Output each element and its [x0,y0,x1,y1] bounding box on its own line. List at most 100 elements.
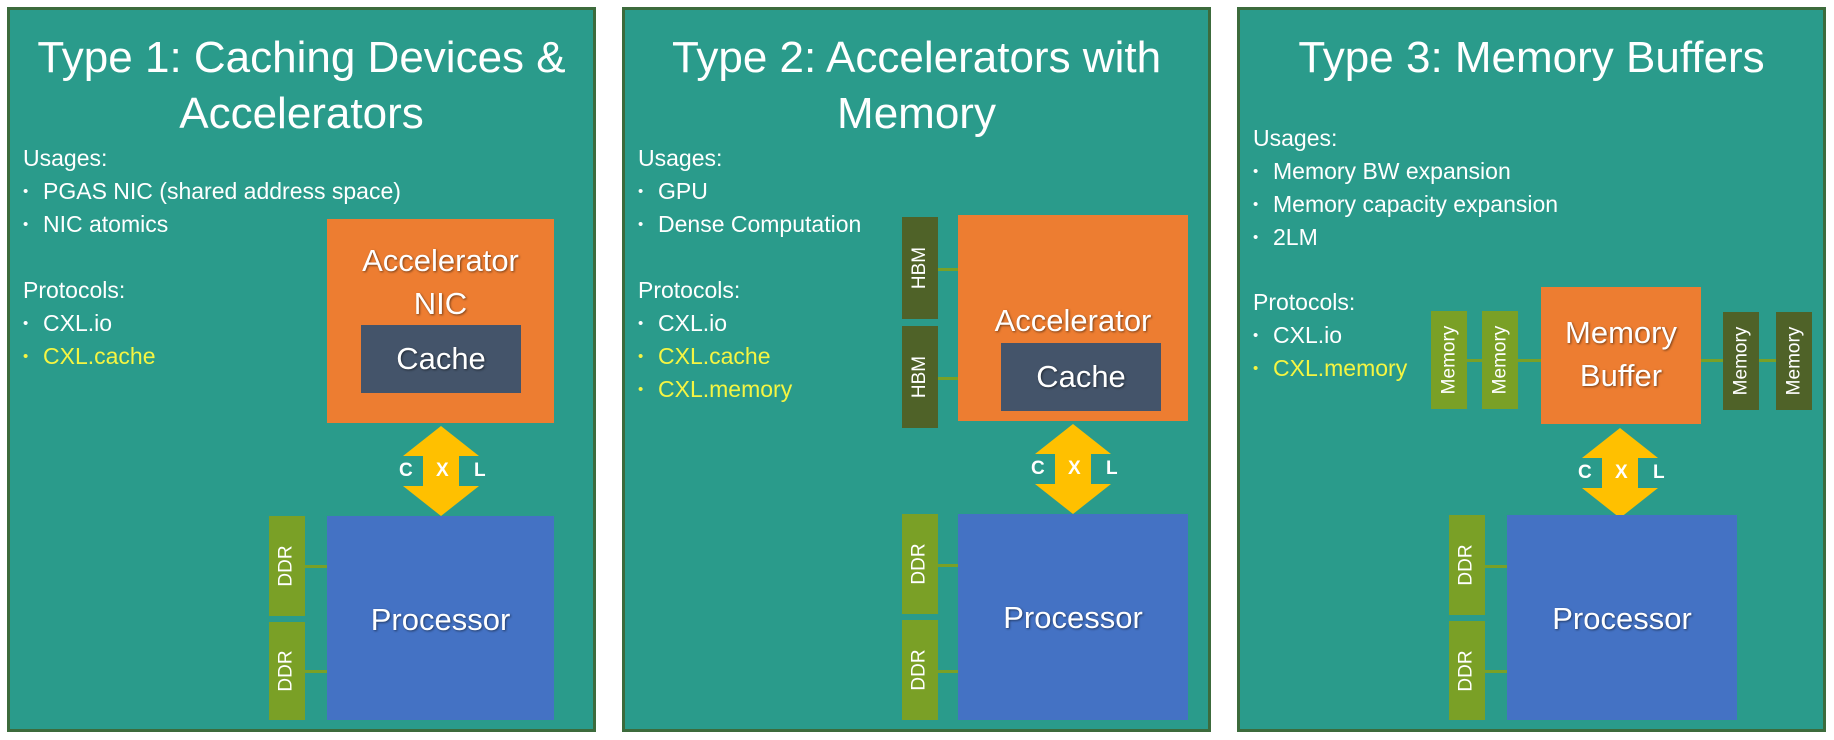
ddr-label: DDR [909,543,931,585]
cxl-letter-l: L [474,460,486,481]
panel-title: Type 1: Caching Devices & Accelerators [10,30,593,142]
protocols-label: Protocols: [23,277,126,303]
panel-title: Type 2: Accelerators with Memory [625,30,1208,142]
usage-item: 2LM [1253,221,1558,254]
memory-module: Memory [1723,312,1759,410]
ddr-connector [1485,565,1507,568]
protocol-item: CXL.io [23,307,156,340]
ddr-connector [938,670,958,673]
usage-item: Memory BW expansion [1253,155,1558,188]
device-label-line-1: Accelerator [362,243,519,278]
protocols-section: Protocols: CXL.io CXL.cache [23,274,156,373]
type1-panel: Type 1: Caching Devices & Accelerators U… [7,7,596,732]
device-label-line-2: NIC [413,286,468,321]
hbm-module: HBM [902,217,938,319]
usages-label: Usages: [23,145,108,171]
memory-module: Memory [1431,311,1467,409]
memory-connector [1518,359,1541,362]
hbm-connector [938,377,958,380]
hbm-label: HBM [909,246,931,290]
cache-label: Cache [396,341,486,376]
title-line-1: Type 3: Memory Buffers [1298,33,1765,82]
device-label-line-1: Accelerator [994,303,1152,338]
cxl-link-arrow [1035,424,1111,514]
processor-label: Processor [1003,600,1143,635]
memory-buffer-box: Memory Buffer [1541,287,1701,424]
ddr-module: DDR [902,620,938,720]
ddr-connector [305,670,327,673]
hbm-module: HBM [902,326,938,428]
title-line-1: Type 1: Caching Devices & [37,33,566,82]
ddr-label: DDR [276,545,298,587]
cache-box: Cache [1001,343,1161,411]
type2-panel: Type 2: Accelerators with Memory Usages:… [622,7,1211,732]
protocol-item-highlighted: CXL.cache [23,340,156,373]
ddr-label: DDR [1456,649,1478,692]
protocols-label: Protocols: [638,277,741,303]
ddr-label: DDR [1456,544,1478,586]
memory-module: Memory [1482,311,1518,409]
usage-item: Dense Computation [638,208,861,241]
usages-section: Usages: Memory BW expansion Memory capac… [1253,122,1558,254]
usages-section: Usages: GPU Dense Computation [638,142,861,241]
ddr-module: DDR [1449,515,1485,615]
title-line-1: Type 2: Accelerators with [671,33,1162,82]
usage-item: Memory capacity expansion [1253,188,1558,221]
processor-box: Processor [1507,515,1737,720]
memory-label: Memory [1783,326,1804,396]
cache-label: Cache [1036,359,1126,394]
cache-box: Cache [361,325,521,393]
accelerator-nic-box: Accelerator NIC Cache [327,219,554,423]
usages-list: GPU Dense Computation [638,175,861,241]
processor-label: Processor [1552,601,1692,636]
protocol-item-highlighted: CXL.memory [1253,352,1407,385]
hbm-label: HBM [909,355,931,399]
protocols-section: Protocols: CXL.io CXL.cache CXL.memory [638,274,792,406]
processor-label: Processor [370,602,511,637]
ddr-module: DDR [269,516,305,616]
protocols-list: CXL.io CXL.cache CXL.memory [638,307,792,406]
ddr-module: DDR [269,622,305,720]
usages-label: Usages: [638,145,723,171]
panel-title: Type 3: Memory Buffers [1240,30,1823,86]
memory-connector [1701,359,1723,362]
protocols-list: CXL.io CXL.memory [1253,319,1407,385]
type3-panel: Type 3: Memory Buffers Usages: Memory BW… [1237,7,1826,732]
protocols-label: Protocols: [1253,289,1356,315]
usages-list: PGAS NIC (shared address space) NIC atom… [23,175,401,241]
ddr-module: DDR [902,514,938,614]
processor-box: Processor [958,514,1188,720]
cxl-letter-x: X [1615,462,1628,483]
cxl-letter-l: L [1106,458,1118,479]
usage-item: NIC atomics [23,208,401,241]
memory-label: Memory [1489,325,1510,395]
protocols-list: CXL.io CXL.cache [23,307,156,373]
title-line-2: Accelerators [179,89,424,138]
protocol-item: CXL.io [1253,319,1407,352]
protocols-section: Protocols: CXL.io CXL.memory [1253,286,1407,385]
ddr-label: DDR [276,650,298,692]
title-line-2: Memory [837,89,996,138]
memory-label: Memory [1438,325,1459,395]
usages-list: Memory BW expansion Memory capacity expa… [1253,155,1558,254]
cxl-letter-x: X [1068,458,1081,479]
memory-connector [1759,359,1776,362]
cxl-link-arrow [403,426,479,516]
ddr-connector [938,564,958,567]
hbm-connector [938,268,958,271]
memory-connector [1467,359,1482,362]
ddr-connector [305,565,327,568]
cxl-letter-c: C [1578,462,1592,483]
usage-item: GPU [638,175,861,208]
cxl-letter-l: L [1653,462,1665,483]
cxl-letter-c: C [1031,458,1045,479]
memory-module: Memory [1776,312,1812,410]
cxl-letter-x: X [436,460,449,481]
protocol-item: CXL.io [638,307,792,340]
protocol-item-highlighted: CXL.cache [638,340,792,373]
usages-label: Usages: [1253,125,1338,151]
usage-item: PGAS NIC (shared address space) [23,175,401,208]
accelerator-box: Accelerator Cache [958,215,1188,421]
cxl-letter-c: C [399,460,413,481]
protocol-item-highlighted: CXL.memory [638,373,792,406]
